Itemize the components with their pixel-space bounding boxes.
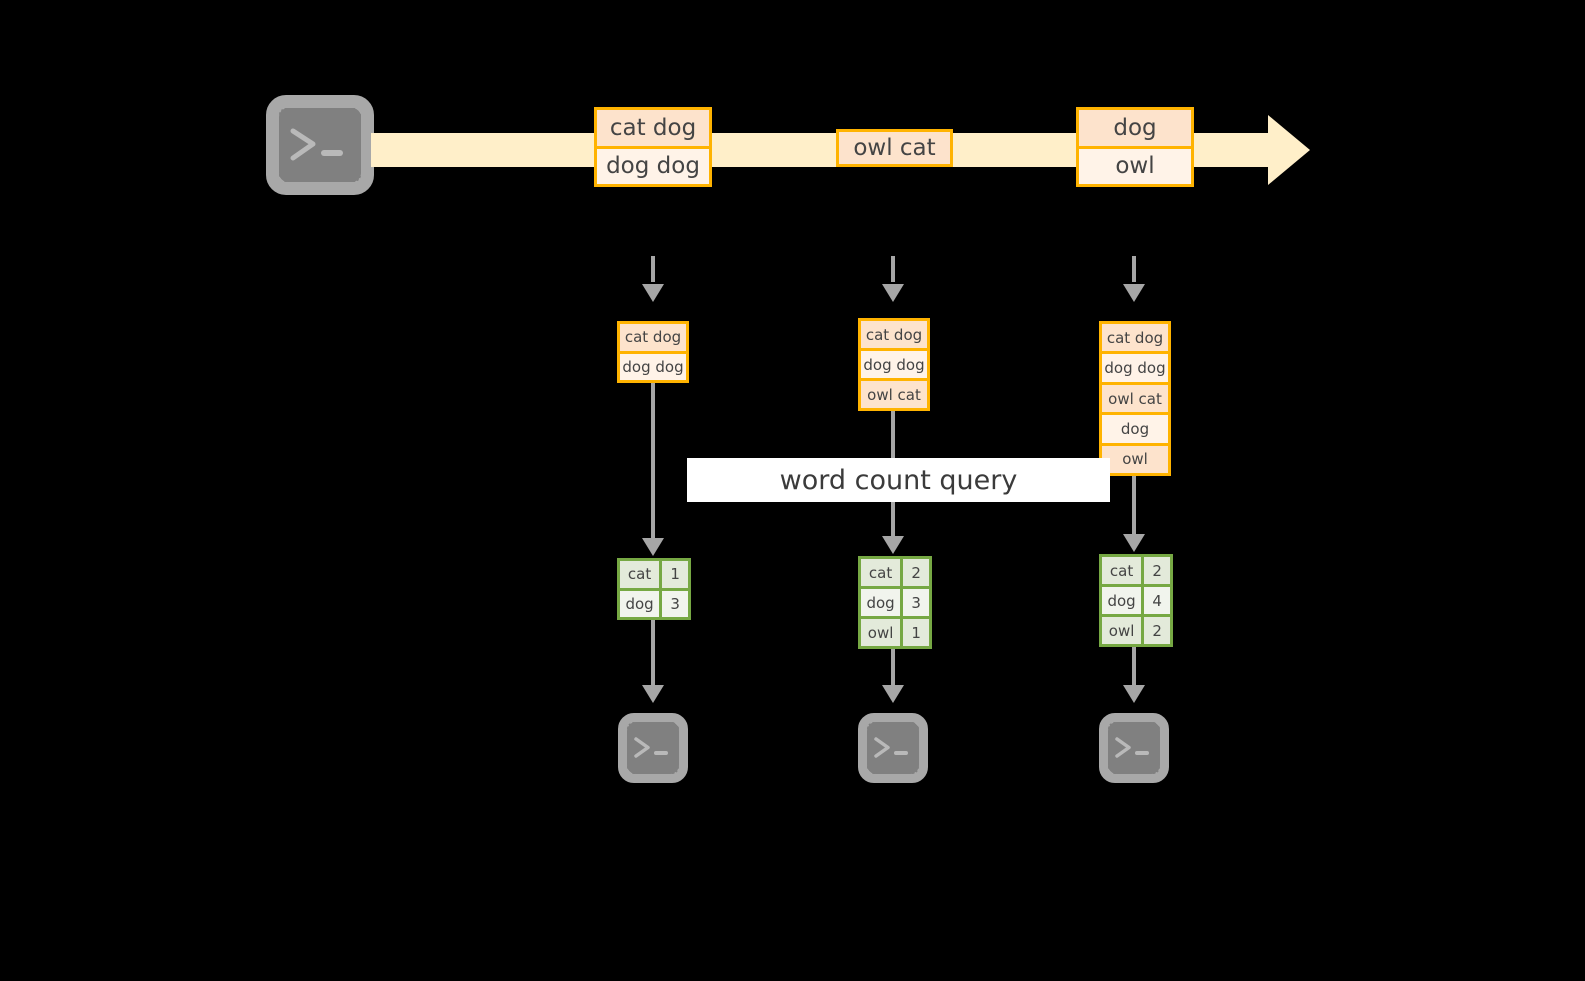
terminal-screen	[867, 722, 919, 774]
result-word: cat	[861, 559, 904, 586]
snapshot-line: owl	[1102, 442, 1168, 474]
result-row: cat 1	[620, 561, 688, 588]
result-count: 3	[662, 590, 688, 617]
query-connector-line-1	[651, 383, 655, 541]
sink-terminal-icon-2	[858, 713, 928, 783]
result-row: owl 1	[861, 616, 929, 646]
result-word: cat	[1102, 557, 1145, 584]
dashed-connector-segment	[1132, 256, 1136, 282]
terminal-screen	[627, 722, 679, 774]
snapshot-table-3: cat dog dog dog owl cat dog owl	[1099, 321, 1171, 476]
sink-terminal-icon-1	[618, 713, 688, 783]
query-label: word count query	[687, 458, 1110, 502]
result-count: 4	[1144, 587, 1170, 614]
result-count: 2	[1144, 557, 1170, 584]
terminal-prompt-glyph	[279, 108, 361, 182]
stream-arrow-head-icon	[1268, 115, 1310, 185]
dashed-connector-segment	[651, 256, 655, 282]
record-line: owl cat	[839, 132, 950, 164]
result-word: owl	[861, 619, 904, 646]
result-row: cat 2	[1102, 557, 1170, 584]
stream-record-batch-1: cat dog dog dog	[594, 107, 712, 187]
result-word: dog	[620, 590, 663, 617]
query-connector-line-3	[1132, 476, 1136, 537]
result-word: owl	[1102, 617, 1145, 644]
stream-record-batch-2: owl cat	[836, 129, 953, 167]
result-word: cat	[620, 561, 663, 588]
result-row: dog 4	[1102, 584, 1170, 614]
result-count: 2	[903, 559, 929, 586]
result-word: dog	[1102, 587, 1145, 614]
result-count: 2	[1144, 617, 1170, 644]
result-table-3: cat 2 dog 4 owl 2	[1099, 554, 1173, 647]
snapshot-line: dog	[1102, 412, 1168, 443]
result-row: dog 3	[620, 587, 688, 617]
snapshot-line: dog dog	[861, 348, 927, 378]
snapshot-line: dog dog	[1102, 351, 1168, 382]
record-line: owl	[1079, 145, 1191, 184]
result-table-2: cat 2 dog 3 owl 1	[858, 556, 932, 649]
snapshot-line: dog dog	[620, 350, 686, 380]
result-word: dog	[861, 589, 904, 616]
result-count: 3	[903, 589, 929, 616]
snapshot-table-1: cat dog dog dog	[617, 321, 689, 383]
sink-terminal-icon-3	[1099, 713, 1169, 783]
terminal-prompt-glyph	[867, 722, 919, 774]
terminal-screen	[1108, 722, 1160, 774]
snapshot-line: owl cat	[1102, 381, 1168, 413]
terminal-prompt-glyph	[627, 722, 679, 774]
snapshot-line: cat dog	[620, 324, 686, 351]
terminal-screen	[279, 108, 361, 182]
record-line: cat dog	[597, 110, 709, 146]
result-row: dog 3	[861, 586, 929, 616]
snapshot-line: cat dog	[1102, 324, 1168, 352]
result-row: owl 2	[1102, 614, 1170, 644]
dashed-connector-arrowhead-icon	[1123, 284, 1145, 302]
stream-record-batch-3: dog owl	[1076, 107, 1194, 187]
source-terminal-icon	[266, 95, 374, 195]
result-count: 1	[662, 561, 688, 588]
snapshot-table-2: cat dog dog dog owl cat	[858, 318, 930, 411]
snapshot-line: owl cat	[861, 378, 927, 408]
sink-connector-line-3	[1132, 647, 1136, 688]
dashed-connector-arrowhead-icon	[882, 284, 904, 302]
dashed-connector-segment	[891, 256, 895, 282]
record-line: dog	[1079, 110, 1191, 146]
snapshot-line: cat dog	[861, 321, 927, 348]
sink-connector-line-2	[891, 649, 895, 688]
query-connector-arrowhead-icon-1	[642, 538, 664, 556]
result-row: cat 2	[861, 559, 929, 586]
query-connector-arrowhead-icon-2	[882, 536, 904, 554]
terminal-prompt-glyph	[1108, 722, 1160, 774]
sink-connector-arrowhead-icon-3	[1123, 685, 1145, 703]
sink-connector-arrowhead-icon-1	[642, 685, 664, 703]
sink-connector-line-1	[651, 620, 655, 688]
query-connector-arrowhead-icon-3	[1123, 534, 1145, 552]
dashed-connector-arrowhead-icon	[642, 284, 664, 302]
result-table-1: cat 1 dog 3	[617, 558, 691, 620]
sink-connector-arrowhead-icon-2	[882, 685, 904, 703]
result-count: 1	[903, 619, 929, 646]
record-line: dog dog	[597, 145, 709, 184]
